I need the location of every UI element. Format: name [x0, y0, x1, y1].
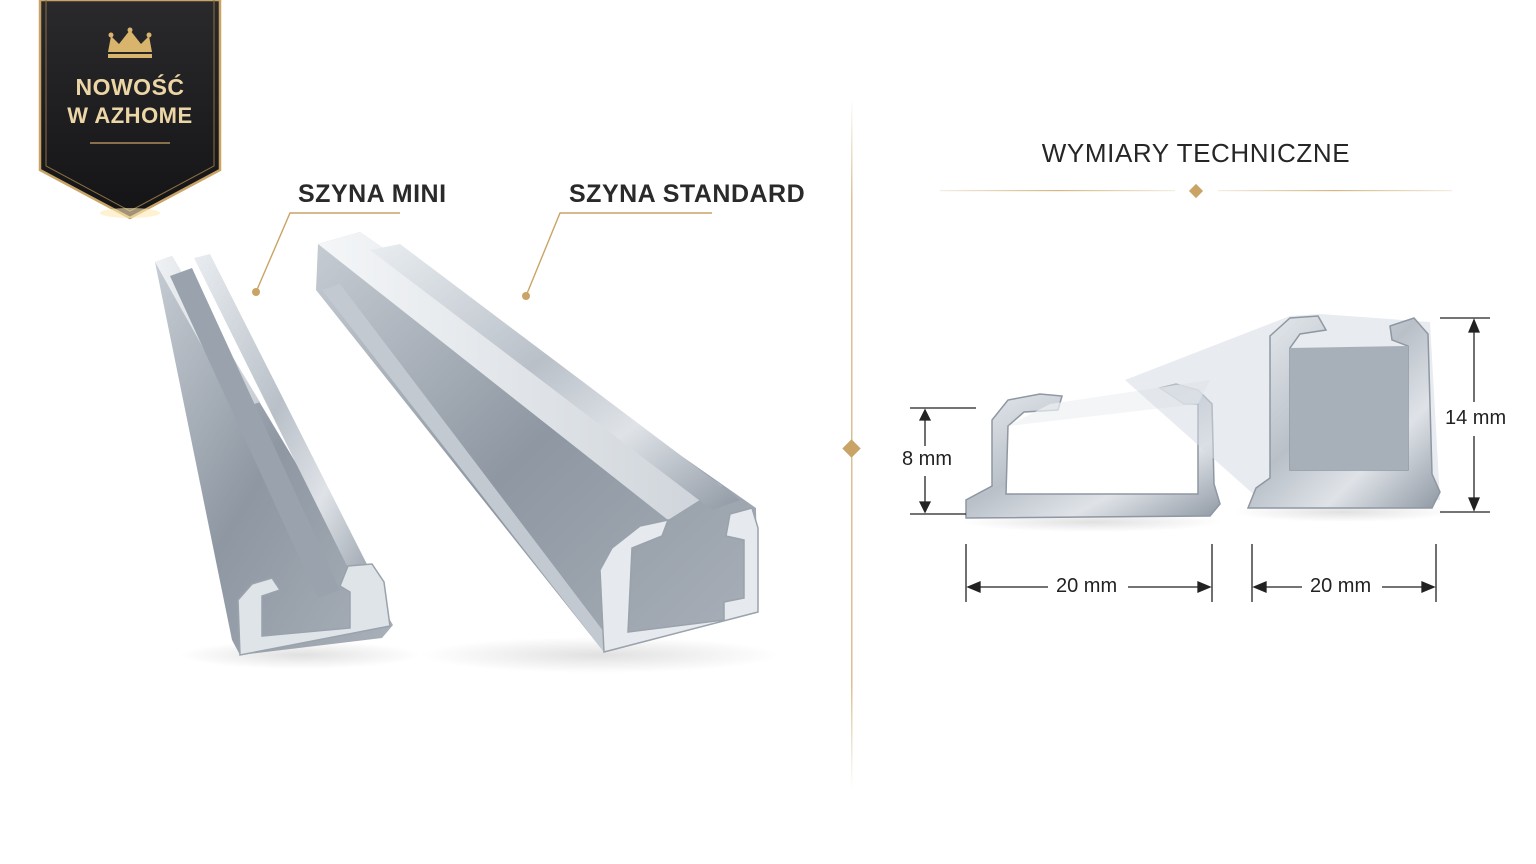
- rail-standard: [316, 232, 780, 673]
- dimension-label-width-mini: 20 mm: [1052, 575, 1122, 598]
- badge-line1: NOWOŚĆ: [75, 74, 185, 100]
- dimension-width-standard: [1251, 544, 1437, 602]
- callout-mini: [252, 212, 400, 296]
- label-szyna-standard: SZYNA STANDARD: [569, 180, 806, 208]
- dimension-width-mini: [965, 544, 1213, 602]
- dimension-height-standard: [1440, 317, 1490, 513]
- technical-title: WYMIARY TECHNICZNE: [1041, 138, 1351, 168]
- label-szyna-mini: SZYNA MINI: [298, 180, 447, 208]
- dimension-height-mini: [910, 407, 976, 515]
- callout-standard: [522, 212, 712, 300]
- diamond-icon: [842, 439, 861, 458]
- badge: [38, 0, 222, 220]
- profile-standard: [1125, 314, 1454, 522]
- dimension-label-width-standard: 20 mm: [1306, 575, 1376, 598]
- dimension-label-height-mini: 8 mm: [898, 448, 956, 471]
- rail-mini: [155, 254, 420, 669]
- diamond-icon: [1188, 183, 1204, 199]
- crown-icon: [108, 27, 152, 58]
- dimension-label-height-standard: 14 mm: [1445, 407, 1507, 429]
- badge-line2: W AZHOME: [67, 103, 193, 128]
